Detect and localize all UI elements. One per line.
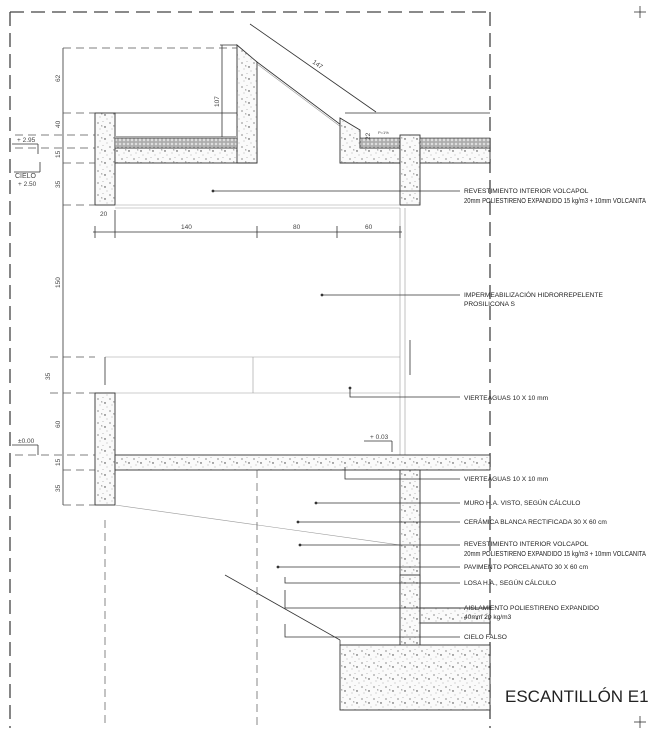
dim-40: 40 [55,120,62,128]
note-losa: LOSA H.A., SEGÚN CÁLCULO [464,578,556,587]
note-revestimiento-2: REVESTIMIENTO INTERIOR VOLCAPOL [464,541,589,548]
roof-slab [114,147,258,164]
level-ceiling: + 2.50 [18,181,37,188]
left-upper-wall [94,112,116,206]
dim-62: 62 [55,74,62,82]
dim-22: 22 [365,132,372,140]
level-floor: ±0.00 [18,438,35,445]
dim-80: 80 [293,224,301,231]
leaders [211,189,460,638]
note-pavimento: PAVIMENTO PORCELANATO 30 X 60 cm [464,564,588,571]
note-cielo-falso: CIELO FALSO [464,634,507,641]
dimensions: 62 40 15 35 150 35 60 15 35 107 147 22 P… [15,23,402,506]
note-impermeabilizacion-detail: PROSILICONA S [464,301,516,308]
right-upper-wall [399,134,421,206]
note-vierteaguas: VIERTEAGUAS 10 X 10 mm [464,395,549,402]
note-revestimiento-detail: 20mm POLIESTIRENO EXPANDIDO 15 kg/m3 + 1… [464,198,646,205]
dim-15b: 15 [55,458,62,466]
level-ceiling-label: CIELO [15,173,37,180]
window-zone [104,208,411,455]
dim-107: 107 [214,96,221,107]
note-aislamiento: AISLAMIENTO POLIESTIRENO EXPANDIDO [464,605,599,612]
note-revestimiento-2-detail: 20mm POLIESTIRENO EXPANDIDO 15 kg/m3 + 1… [464,551,646,558]
dim-60h: 60 [365,224,373,231]
dim-140: 140 [181,224,192,231]
level-sill: + 0.03 [370,434,389,441]
left-lower-wall [94,392,116,506]
slope-note: P=1% [378,130,389,135]
roof-structure [94,44,491,209]
annotations: REVESTIMIENTO INTERIOR VOLCAPOL 20mm POL… [464,188,646,641]
dim-35c: 35 [55,484,62,492]
level-markers: + 2.95 CIELO + 2.50 ±0.00 + 0.03 [12,137,393,455]
note-ceramica: CERÁMICA BLANCA RECTIFICADA 30 X 60 cm [464,517,607,526]
floor-slab [114,454,491,471]
footing [339,644,491,711]
note-revestimiento: REVESTIMIENTO INTERIOR VOLCAPOL [464,188,589,195]
drawing-title: ESCANTILLÓN E1 [505,687,649,706]
note-impermeabilizacion: IMPERMEABILIZACIÓN HIDRORREPELENTE [464,290,603,299]
floor-structure [94,392,491,728]
dim-20: 20 [100,211,108,218]
dim-35b: 35 [45,372,52,380]
dim-15: 15 [55,150,62,158]
dim-150: 150 [55,277,62,288]
level-roof: + 2.95 [17,137,36,144]
parapet [236,44,258,164]
dim-35: 35 [55,180,62,188]
dim-147: 147 [311,59,324,71]
note-vierteaguas-2: VIERTEAGUAS 10 X 10 mm [464,476,549,483]
note-muro: MURO H.A. VISTO, SEGÚN CÁLCULO [464,498,580,507]
note-aislamiento-detail: 40mm 20 kg/m3 [464,614,512,621]
dim-60: 60 [55,420,62,428]
